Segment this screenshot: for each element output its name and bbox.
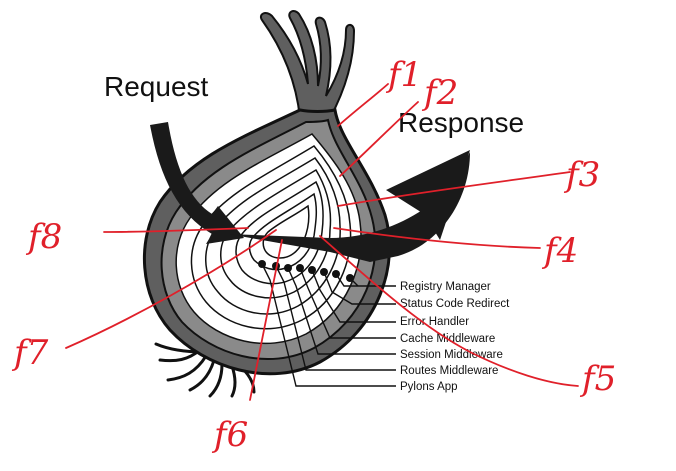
annotation-labels: f1 f2 f3 f4 f5 f6 f7 f8 xyxy=(11,55,616,455)
request-label: Request xyxy=(104,71,209,102)
layer-pointer-top xyxy=(349,277,359,287)
annotation-f6: f6 xyxy=(211,415,248,455)
response-label: Response xyxy=(398,107,524,138)
layer-label-pylons-app: Pylons App xyxy=(400,381,458,393)
layer-label-registry-manager: Registry Manager xyxy=(400,281,491,293)
layer-label-error-handler: Error Handler xyxy=(400,316,469,328)
response-arrow-head xyxy=(386,150,470,240)
layer-label-status-code-redirect: Status Code Redirect xyxy=(400,298,510,310)
annotation-f7: f7 xyxy=(11,333,49,373)
request-response-arrow-tail xyxy=(228,152,470,262)
layer-pointers xyxy=(261,263,396,387)
layer-label-routes-middleware: Routes Middleware xyxy=(400,365,498,377)
annotation-f3: f3 xyxy=(563,155,600,195)
layer-dots xyxy=(258,260,354,282)
annotation-f4: f4 xyxy=(541,231,578,271)
annotation-f2: f2 xyxy=(421,73,458,113)
annotation-lines xyxy=(65,83,579,401)
annotation-f1: f1 xyxy=(385,55,422,95)
annotation-f5: f5 xyxy=(579,359,616,399)
onion-stem xyxy=(260,10,356,119)
annotation-f8: f8 xyxy=(25,217,62,257)
request-response-arrow xyxy=(150,122,244,244)
layer-label-session-middleware: Session Middleware xyxy=(400,349,503,361)
